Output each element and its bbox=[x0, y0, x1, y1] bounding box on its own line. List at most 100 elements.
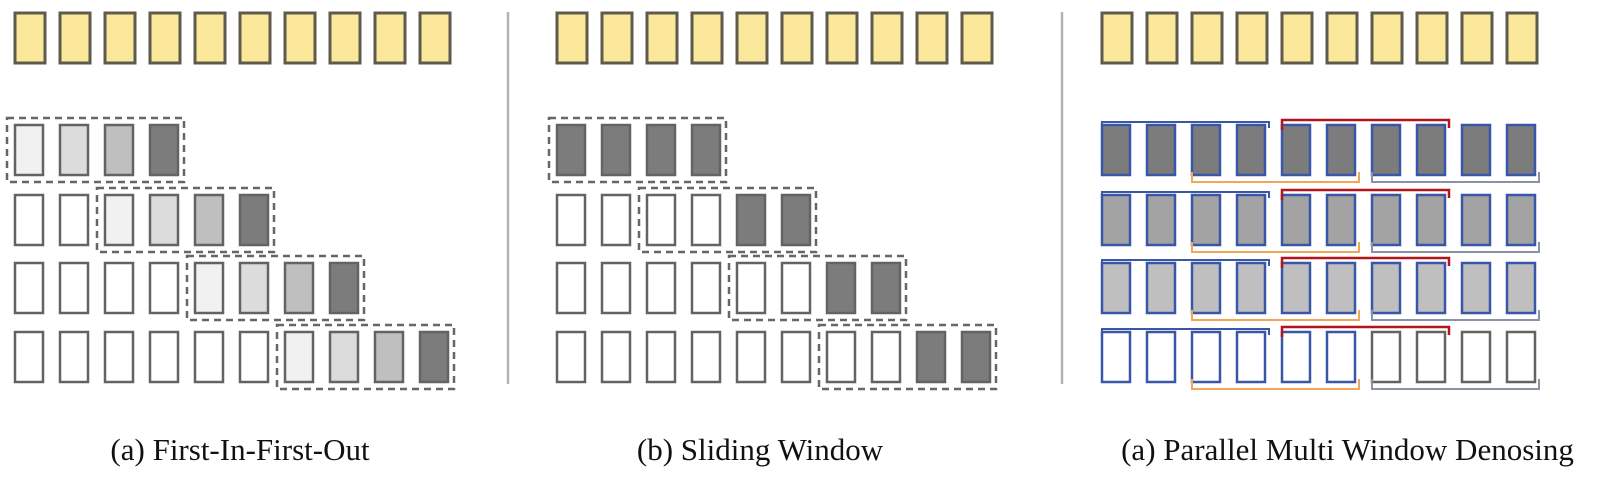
denoising-window bbox=[185, 254, 366, 322]
noisy-frame-mid bbox=[1370, 193, 1402, 247]
noisy-frame-dark bbox=[600, 123, 632, 177]
noisy-frame-dark bbox=[418, 330, 450, 384]
clean-frame bbox=[645, 11, 679, 65]
noisy-frame-empty bbox=[600, 261, 632, 315]
noisy-frame-dark bbox=[1505, 123, 1537, 177]
caption-parallel-multi-window: (a) Parallel Multi Window Denosing bbox=[1121, 432, 1574, 467]
noisy-frame-light3 bbox=[103, 123, 135, 177]
noisy-frame-empty bbox=[555, 261, 587, 315]
noisy-frame-mid bbox=[1145, 193, 1177, 247]
window-bracket-red bbox=[1280, 325, 1451, 337]
noisy-frame-light2 bbox=[238, 261, 270, 315]
noisy-frame-mid bbox=[1190, 193, 1222, 247]
noisy-frame-light3 bbox=[1280, 261, 1312, 315]
noisy-frame-dark bbox=[735, 193, 767, 247]
noisy-frame-empty bbox=[555, 193, 587, 247]
noisy-frame-empty bbox=[735, 330, 767, 384]
panel-fifo bbox=[5, 11, 456, 391]
noisy-frame-light3 bbox=[1235, 261, 1267, 315]
noisy-frame-light1 bbox=[283, 330, 315, 384]
noisy-frame-dark bbox=[825, 261, 857, 315]
noisy-frame-empty bbox=[58, 330, 90, 384]
noisy-frame-empty bbox=[780, 330, 812, 384]
noisy-frame-mid bbox=[1505, 193, 1537, 247]
noisy-frame-empty bbox=[1145, 330, 1177, 384]
noisy-frame-empty bbox=[600, 193, 632, 247]
clean-frame bbox=[418, 11, 452, 65]
clean-frame bbox=[1325, 11, 1359, 65]
caption-fifo: (a) First-In-First-Out bbox=[110, 432, 370, 467]
noisy-frame-empty bbox=[148, 261, 180, 315]
denoising-window bbox=[817, 323, 998, 391]
clean-frame bbox=[555, 11, 589, 65]
window-bracket-gray bbox=[1371, 242, 1540, 253]
clean-frame bbox=[870, 11, 904, 65]
noisy-frame-dark bbox=[1280, 123, 1312, 177]
noisy-frame-mid bbox=[1280, 193, 1312, 247]
noisy-frame-dark bbox=[328, 261, 360, 315]
clean-frame bbox=[373, 11, 407, 65]
denoising-window bbox=[275, 323, 456, 391]
window-bracket-red bbox=[1280, 188, 1451, 200]
noisy-frame-empty bbox=[690, 193, 722, 247]
clean-frame bbox=[690, 11, 724, 65]
noisy-frame-mid bbox=[1100, 193, 1132, 247]
noisy-frame-empty bbox=[1415, 330, 1447, 384]
window-bracket-blue bbox=[1101, 191, 1270, 198]
noisy-frame-empty bbox=[103, 261, 135, 315]
noisy-frame-empty bbox=[1505, 330, 1537, 384]
noisy-frame-dark bbox=[1325, 123, 1357, 177]
noisy-frame-empty bbox=[690, 330, 722, 384]
clean-frame bbox=[1505, 11, 1539, 65]
denoising-window bbox=[727, 254, 908, 322]
noisy-frame-dark bbox=[1190, 123, 1222, 177]
window-bracket-gray bbox=[1371, 310, 1540, 321]
noisy-frame-light1 bbox=[13, 123, 45, 177]
clean-frame bbox=[103, 11, 137, 65]
window-bracket-orange bbox=[1191, 242, 1360, 253]
noisy-frame-empty bbox=[1460, 330, 1492, 384]
clean-frame bbox=[1280, 11, 1314, 65]
clean-frame bbox=[1370, 11, 1404, 65]
clean-frame bbox=[1415, 11, 1449, 65]
clean-frame bbox=[960, 11, 994, 65]
noisy-frame-dark bbox=[870, 261, 902, 315]
noisy-frame-mid bbox=[1460, 193, 1492, 247]
noisy-frame-light3 bbox=[283, 261, 315, 315]
noisy-frame-dark bbox=[148, 123, 180, 177]
noisy-frame-mid bbox=[1415, 193, 1447, 247]
denoising-window bbox=[637, 186, 818, 254]
noisy-frame-empty bbox=[103, 330, 135, 384]
noisy-frame-light2 bbox=[328, 330, 360, 384]
clean-frame bbox=[825, 11, 859, 65]
clean-frame bbox=[283, 11, 317, 65]
noisy-frame-light3 bbox=[1505, 261, 1537, 315]
noisy-frame-dark bbox=[1100, 123, 1132, 177]
window-bracket-red bbox=[1280, 118, 1451, 130]
noisy-frame-empty bbox=[735, 261, 767, 315]
noisy-frame-dark bbox=[1370, 123, 1402, 177]
noisy-frame-empty bbox=[645, 261, 677, 315]
clean-frame bbox=[58, 11, 92, 65]
noisy-frame-empty bbox=[1190, 330, 1222, 384]
window-bracket-gray bbox=[1371, 172, 1540, 183]
noisy-frame-dark bbox=[1460, 123, 1492, 177]
noisy-frame-empty bbox=[1370, 330, 1402, 384]
clean-frame bbox=[1100, 11, 1134, 65]
noisy-frame-dark bbox=[780, 193, 812, 247]
clean-frame bbox=[735, 11, 769, 65]
clean-frame bbox=[780, 11, 814, 65]
window-bracket-red bbox=[1280, 256, 1451, 268]
noisy-frame-light3 bbox=[1325, 261, 1357, 315]
noisy-frame-empty bbox=[1280, 330, 1312, 384]
noisy-frame-dark bbox=[1145, 123, 1177, 177]
noisy-frame-empty bbox=[690, 261, 722, 315]
noisy-frame-empty bbox=[600, 330, 632, 384]
noisy-frame-empty bbox=[780, 261, 812, 315]
noisy-frame-light1 bbox=[193, 261, 225, 315]
noisy-frame-empty bbox=[13, 261, 45, 315]
noisy-frame-dark bbox=[1415, 123, 1447, 177]
noisy-frame-empty bbox=[238, 330, 270, 384]
noisy-frame-mid bbox=[1235, 193, 1267, 247]
